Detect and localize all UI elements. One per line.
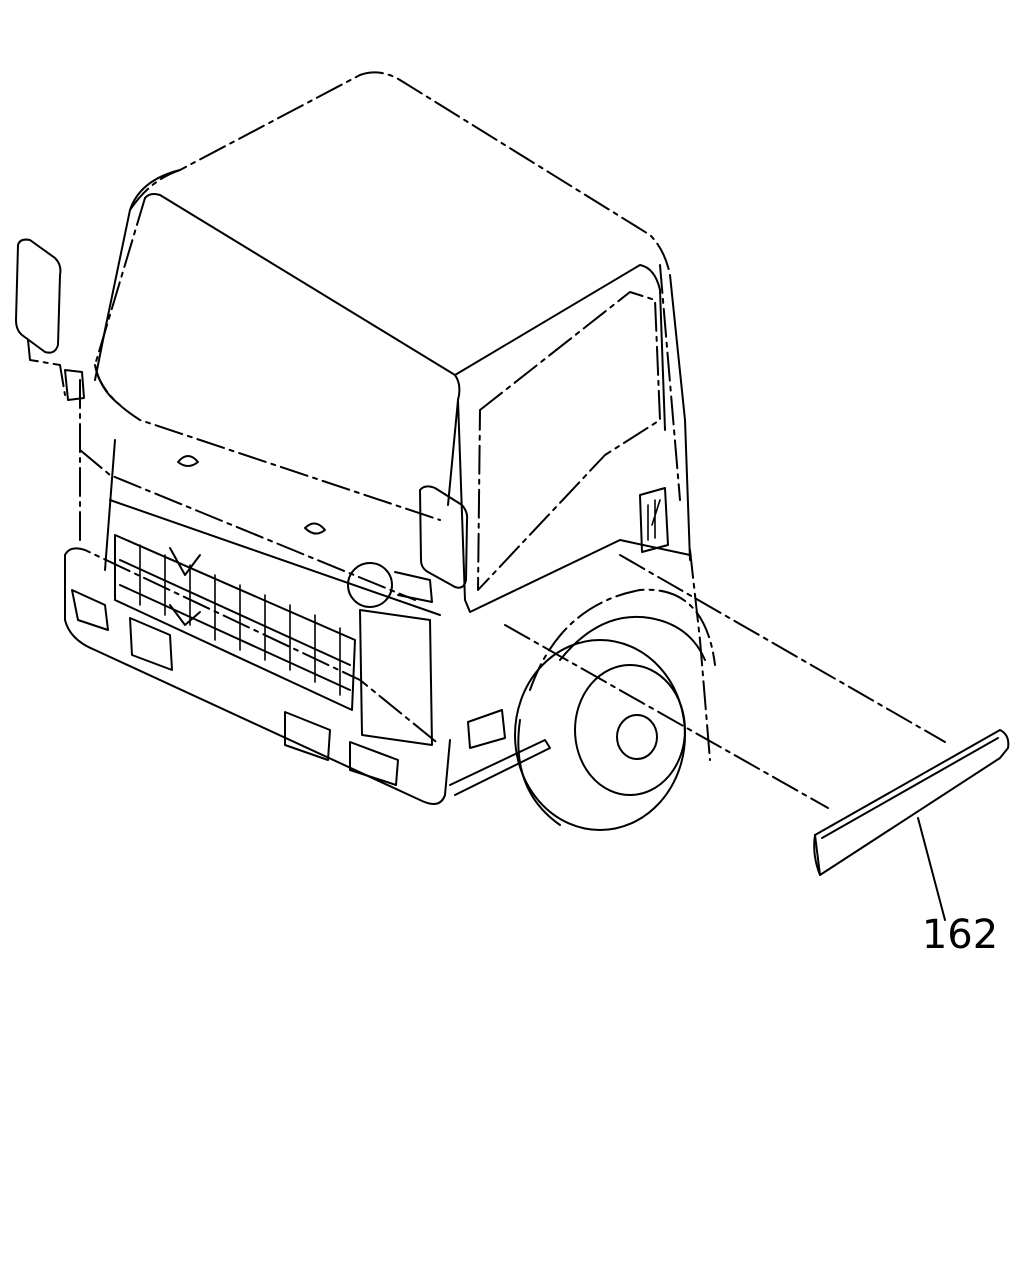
part-number-label: 162 [922,912,998,958]
leader-lines [504,554,946,921]
part-162-molding [813,729,1010,876]
truck-cab-illustration [15,71,716,831]
